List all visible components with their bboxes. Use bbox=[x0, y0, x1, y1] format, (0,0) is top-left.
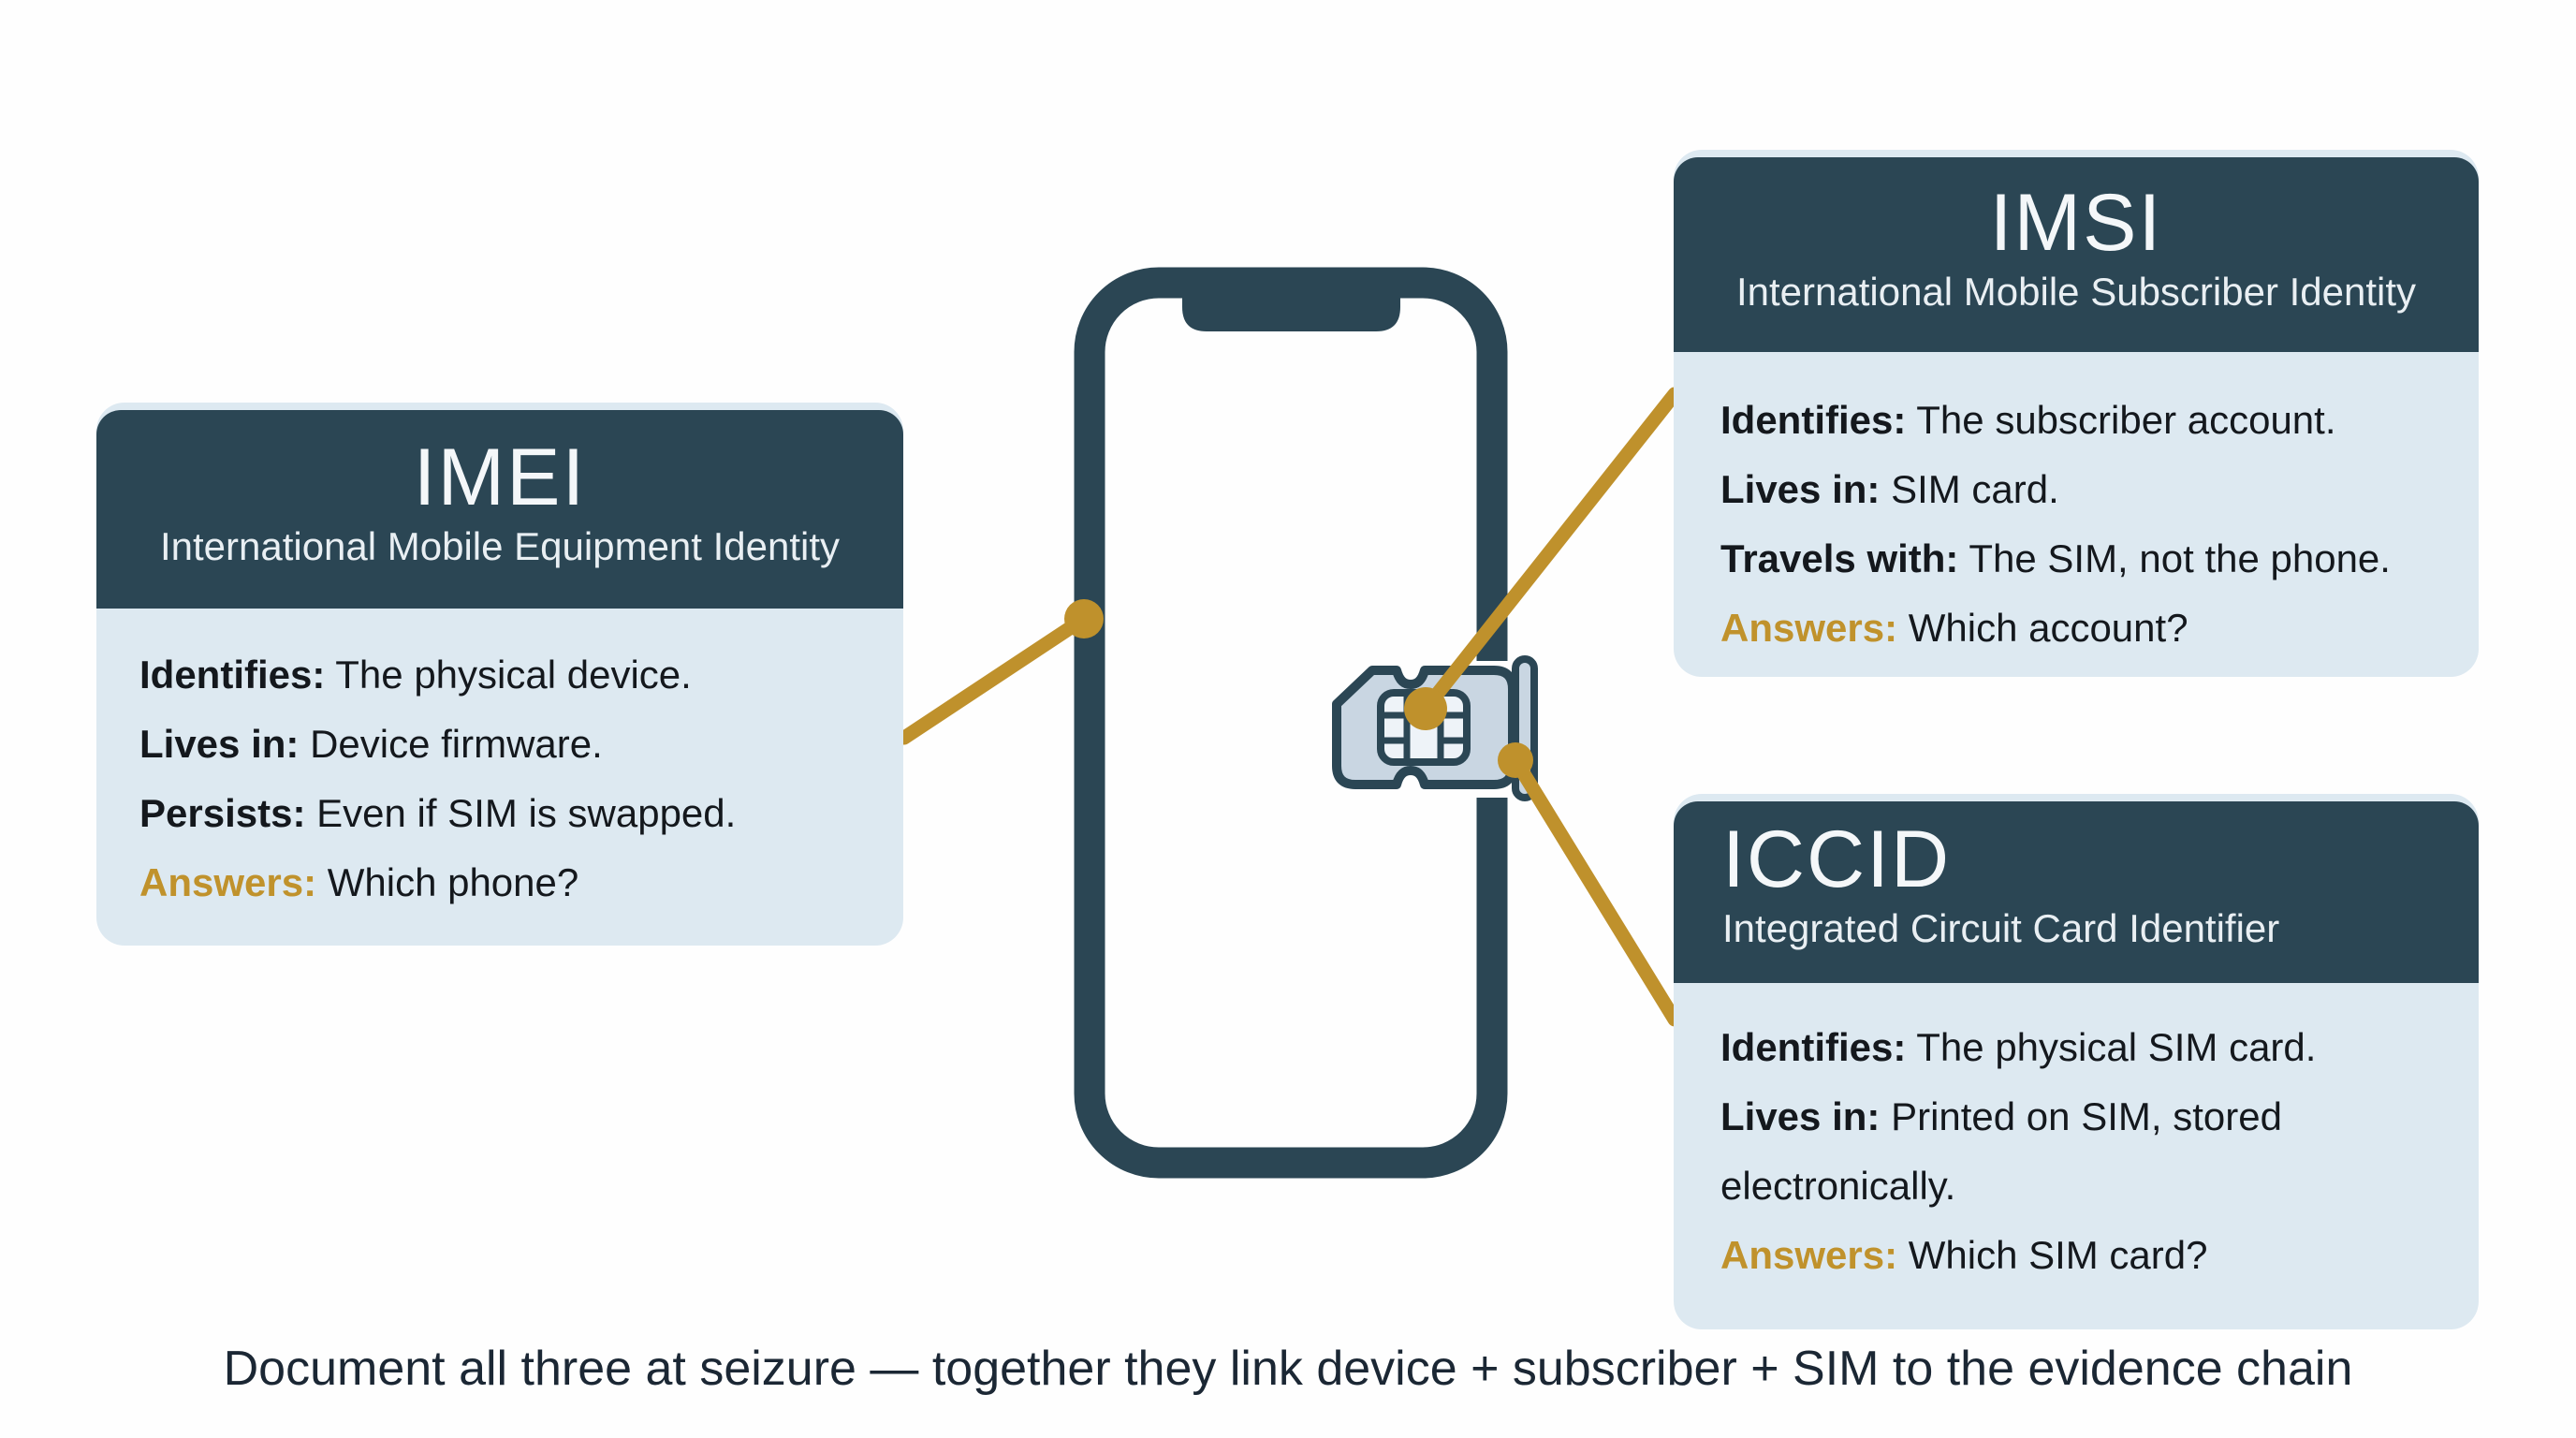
connector-line-imsi bbox=[1418, 387, 1682, 716]
phone-notch bbox=[1182, 270, 1400, 331]
iccid-row-answers: Answers: Which SIM card? bbox=[1720, 1233, 2208, 1277]
imsi-row-travels-with: Travels with: The SIM, not the phone. bbox=[1720, 536, 2391, 580]
imsi-card-header: IMSI International Mobile Subscriber Ide… bbox=[1674, 157, 2479, 352]
imsi-card-body: Identifies: The subscriber account. Live… bbox=[1674, 352, 2479, 677]
iccid-subtitle: Integrated Circuit Card Identifier bbox=[1722, 905, 2280, 950]
connector-line-imei bbox=[897, 611, 1091, 745]
iccid-card-body: Identifies: The physical SIM card. Lives… bbox=[1674, 983, 2479, 1320]
imei-card-header: IMEI International Mobile Equipment Iden… bbox=[96, 410, 903, 609]
imsi-subtitle: International Mobile Subscriber Identity bbox=[1735, 269, 2417, 314]
imei-subtitle: International Mobile Equipment Identity bbox=[159, 523, 841, 568]
connector-dot-imei bbox=[1064, 599, 1104, 638]
iccid-row-lives-in: Lives in: Printed on SIM, stored electro… bbox=[1720, 1094, 2282, 1208]
imei-title: IMEI bbox=[413, 433, 587, 522]
imei-row-persists: Persists: Even if SIM is swapped. bbox=[139, 791, 737, 835]
imei-card: IMEI International Mobile Equipment Iden… bbox=[96, 403, 903, 946]
sim-chip-grid bbox=[1381, 693, 1467, 762]
iccid-title: ICCID bbox=[1722, 814, 1952, 904]
imsi-row-identifies: Identifies: The subscriber account. bbox=[1720, 398, 2336, 442]
connector-dot-imsi bbox=[1404, 687, 1447, 730]
imsi-title: IMSI bbox=[1989, 178, 2163, 268]
iccid-row-identifies: Identifies: The physical SIM card. bbox=[1720, 1025, 2317, 1069]
imei-row-lives-in: Lives in: Device firmware. bbox=[139, 722, 603, 766]
connector-dots bbox=[1064, 599, 1533, 778]
imsi-row-answers: Answers: Which account? bbox=[1720, 606, 2188, 650]
bottom-caption: Document all three at seizure — together… bbox=[223, 1342, 2353, 1396]
connector-lines bbox=[897, 387, 1682, 1027]
iccid-card-header: ICCID Integrated Circuit Card Identifier bbox=[1674, 801, 2479, 983]
connector-line-iccid bbox=[1508, 753, 1682, 1027]
imei-row-answers: Answers: Which phone? bbox=[139, 860, 579, 904]
imsi-card: IMSI International Mobile Subscriber Ide… bbox=[1674, 150, 2479, 677]
iccid-card: ICCID Integrated Circuit Card Identifier… bbox=[1674, 794, 2479, 1329]
imei-card-body: Identifies: The physical device. Lives i… bbox=[96, 609, 903, 946]
imsi-row-lives-in: Lives in: SIM card. bbox=[1720, 467, 2059, 511]
connector-dot-iccid bbox=[1498, 742, 1533, 778]
imei-row-identifies: Identifies: The physical device. bbox=[139, 653, 692, 697]
